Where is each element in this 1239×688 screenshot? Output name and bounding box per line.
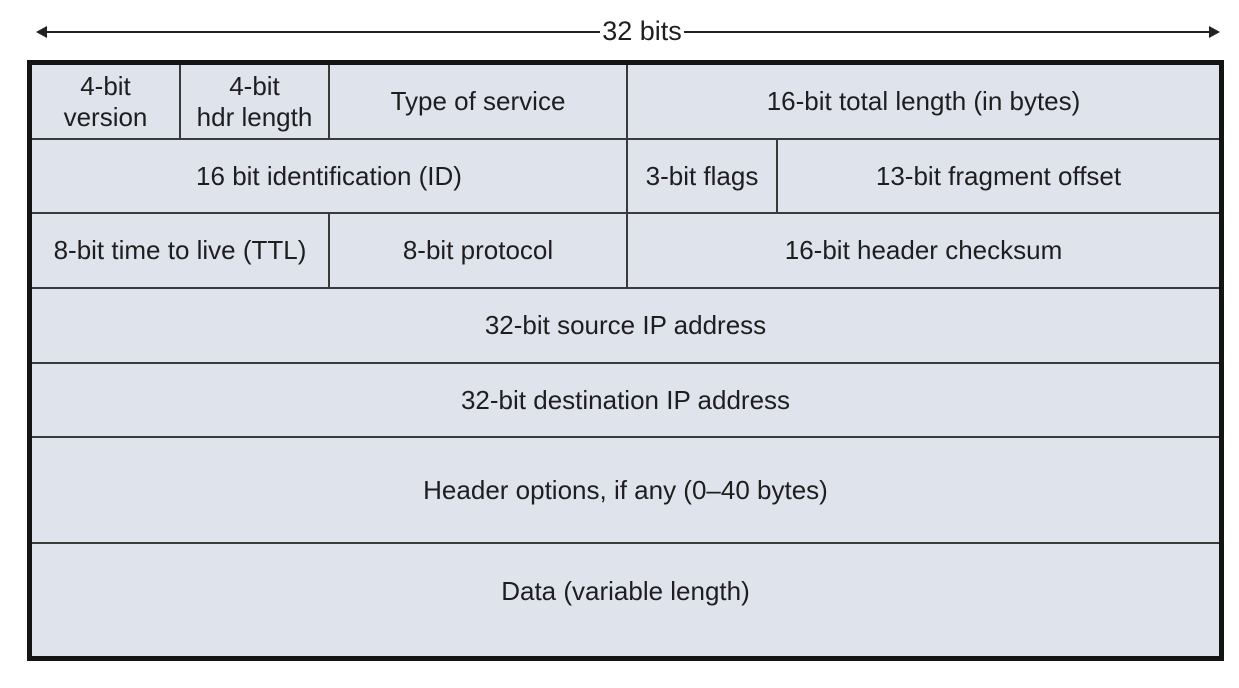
- field-total-length-label: 16-bit total length (in bytes): [766, 86, 1081, 116]
- field-flags-label: 3-bit flags: [645, 160, 759, 191]
- field-source-ip-label: 32-bit source IP address: [484, 310, 767, 340]
- field-flags: 3-bit flags: [628, 140, 778, 214]
- field-destination-ip-label: 32-bit destination IP address: [460, 384, 791, 415]
- field-ttl-label: 8-bit time to live (TTL): [53, 235, 307, 265]
- ip-header-diagram: 4-bit version 4-bit hdr length Type of s…: [27, 60, 1224, 661]
- bit-width-indicator: 32 bits: [36, 12, 1220, 50]
- field-header-options: Header options, if any (0–40 bytes): [32, 438, 1219, 544]
- left-arrow-line: [44, 31, 600, 33]
- field-version-label: 4-bit version: [63, 70, 148, 132]
- left-arrowhead-icon: [36, 26, 47, 38]
- field-fragment-offset-label: 13-bit fragment offset: [875, 160, 1122, 191]
- field-total-length: 16-bit total length (in bytes): [628, 65, 1219, 140]
- field-destination-ip: 32-bit destination IP address: [32, 364, 1219, 438]
- field-ttl: 8-bit time to live (TTL): [32, 214, 330, 289]
- right-arrow-line: [684, 31, 1214, 33]
- field-hdr-length-label: 4-bit hdr length: [196, 70, 313, 132]
- field-data: Data (variable length): [32, 544, 1219, 656]
- field-data-label: Data (variable length): [501, 575, 750, 606]
- field-identification-label: 16 bit identification (ID): [196, 160, 462, 191]
- field-type-of-service: Type of service: [330, 65, 628, 140]
- field-hdr-length: 4-bit hdr length: [181, 65, 330, 140]
- bit-width-label: 32 bits: [602, 16, 682, 46]
- field-protocol-label: 8-bit protocol: [402, 235, 554, 265]
- field-header-checksum: 16-bit header checksum: [628, 214, 1219, 289]
- field-protocol: 8-bit protocol: [330, 214, 628, 289]
- field-header-options-label: Header options, if any (0–40 bytes): [423, 474, 828, 505]
- field-type-of-service-label: Type of service: [390, 86, 566, 116]
- field-source-ip: 32-bit source IP address: [32, 289, 1219, 364]
- right-arrowhead-icon: [1209, 26, 1220, 38]
- field-fragment-offset: 13-bit fragment offset: [778, 140, 1219, 214]
- field-version: 4-bit version: [32, 65, 181, 140]
- field-identification: 16 bit identification (ID): [32, 140, 628, 214]
- field-header-checksum-label: 16-bit header checksum: [784, 235, 1063, 265]
